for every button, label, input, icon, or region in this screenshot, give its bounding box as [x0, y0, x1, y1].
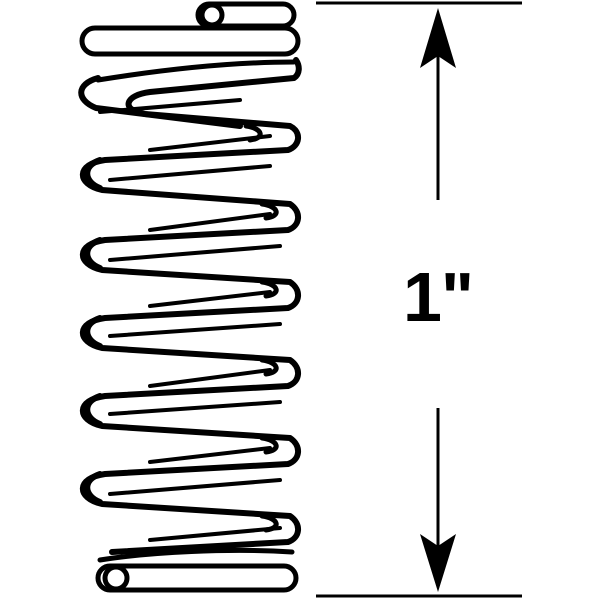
down-arrow-icon [420, 534, 456, 592]
spring-bottom-end-coil [95, 547, 299, 593]
up-arrow-icon [420, 8, 456, 68]
spring-top-end-coil [79, 1, 301, 83]
spring-back-strands [98, 98, 282, 542]
compression-spring-icon [78, 1, 302, 593]
dimension-label: 1" [402, 258, 474, 336]
spring-right-turns [243, 123, 279, 533]
spring-left-loops [78, 75, 243, 505]
dimension-indicator [316, 1, 522, 598]
spring-coil-outline [80, 57, 302, 555]
